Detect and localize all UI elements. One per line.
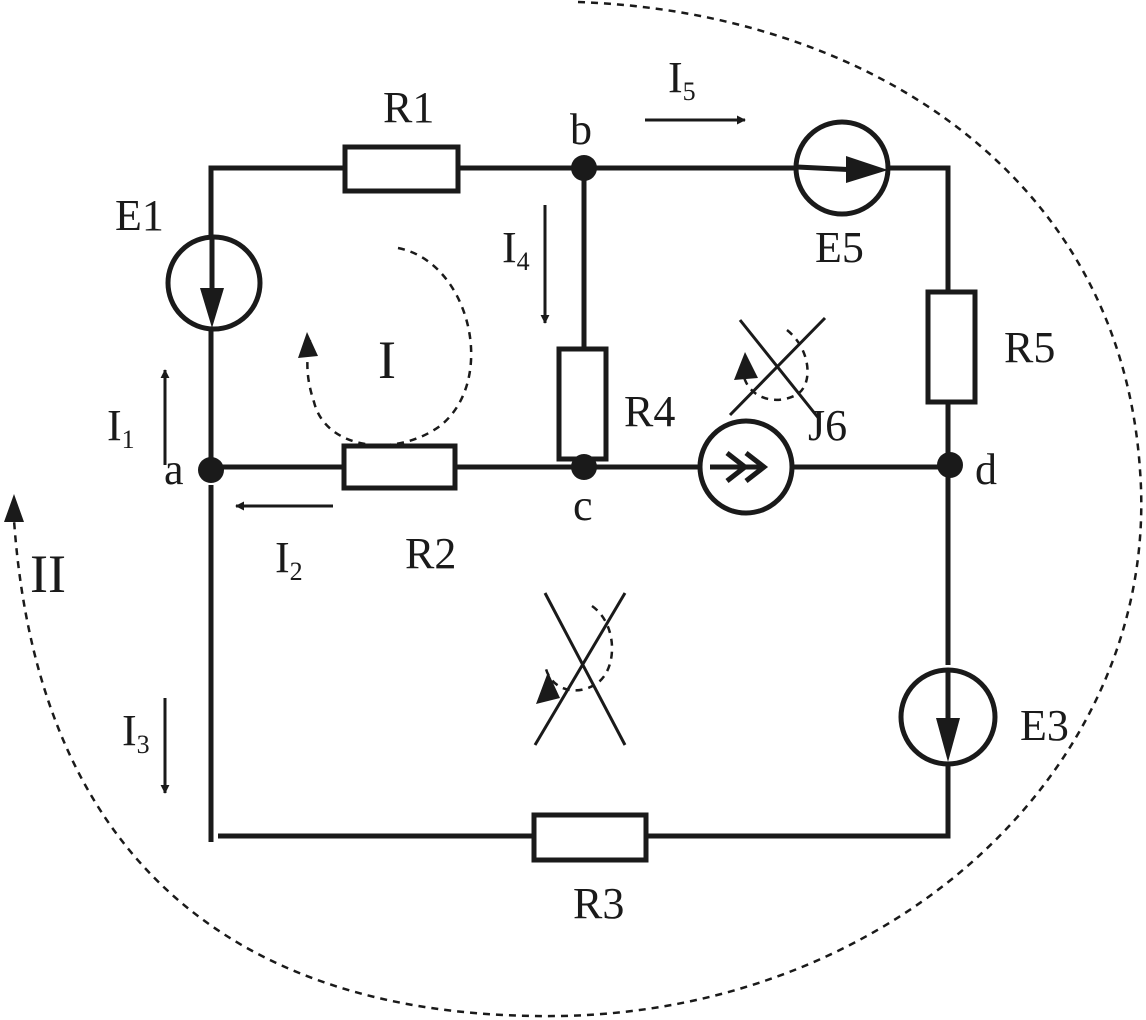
label-r4: R4 [624,387,675,436]
emf-sources [165,119,998,767]
current-arrows [160,115,746,794]
label-r1: R1 [383,83,434,132]
loop-1-arrowhead [298,332,318,358]
node-c [571,454,597,480]
crossed-loop-upper [728,316,827,421]
wire-e3-r3 [646,765,951,839]
node-b [571,155,597,181]
label-e1: E1 [115,191,164,240]
label-node-a: a [164,445,184,494]
label-loop-2: II [30,544,66,604]
label-j6: J6 [808,401,847,450]
loop-1-path [306,246,473,447]
resistors [341,144,978,863]
label-i4: I4 [502,223,530,276]
nodes [198,155,963,483]
resistor-r3 [531,812,649,863]
label-node-d: d [975,445,997,494]
resistor-r4 [556,346,609,462]
node-a [198,457,224,483]
label-e3: E3 [1020,701,1069,750]
label-node-b: b [570,105,592,154]
label-r3: R3 [573,879,624,928]
label-i5: I5 [668,53,696,106]
label-i3: I3 [122,706,150,759]
e1-arrow-head [200,288,224,328]
current-source-j6 [697,418,795,516]
label-i2: I2 [275,533,303,586]
label-loop-1: I [378,330,396,390]
resistor-r1 [342,144,461,194]
wires [208,165,951,842]
e5-arrow-head [846,156,888,183]
label-r2: R2 [405,529,456,578]
label-node-c: c [573,481,593,530]
wire-a-r1 [208,165,343,470]
node-d [937,452,963,478]
label-r5: R5 [1004,323,1055,372]
loop-2-path [12,0,1143,1018]
label-i1: I1 [107,401,135,454]
loop-1 [298,246,473,447]
wire-e5-r5 [888,165,951,292]
loop-2 [4,0,1143,1018]
label-e5: E5 [815,223,864,272]
loop-2-arrowhead [4,494,24,522]
resistor-r2 [341,443,458,491]
crossed-loop-lower [533,592,627,746]
e3-arrow-head [936,718,960,762]
resistor-r5 [925,289,978,405]
